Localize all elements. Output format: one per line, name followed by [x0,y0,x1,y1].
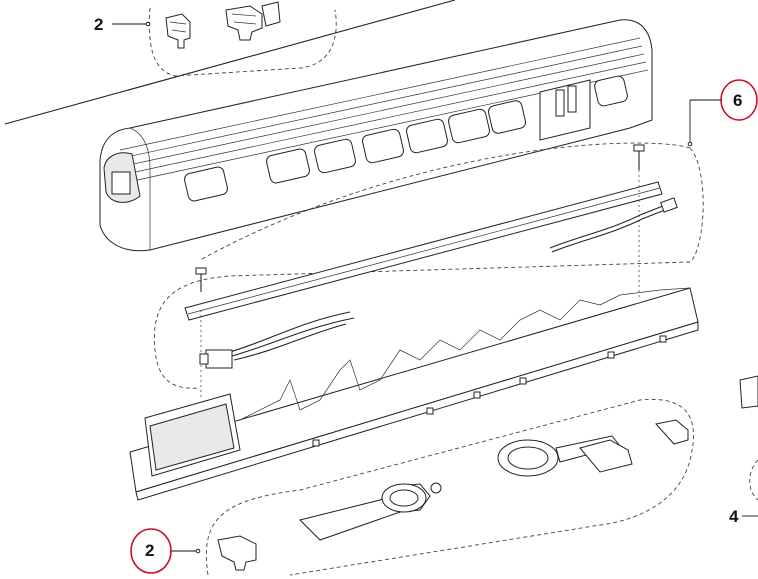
clip-part-bottom-2 [579,419,689,473]
group-outline-top [148,7,337,77]
screw-left [195,267,207,400]
coach-body [99,19,653,252]
group-outline-6 [153,147,704,389]
wire-harness [199,311,355,369]
callout-label-4: 4 [729,507,739,526]
group-outline-bottom [205,398,694,576]
screw-right [633,144,645,300]
coach-windows [184,75,628,202]
callout-label-bottom-left: 2 [145,541,155,560]
coupler-bar [299,482,442,541]
callout-label-6: 6 [733,91,743,110]
clip-part-top-1 [165,13,191,49]
partial-part-right [739,375,758,501]
callout-2-highlight [130,528,172,574]
chassis [129,287,699,501]
callout-label-top-left: 2 [94,15,104,34]
callout-6-highlight [720,79,758,121]
separator-line [4,0,456,125]
light-bar [184,181,663,321]
wire-cable [549,197,678,253]
coach-door [539,79,591,141]
clip-part-top-2 [225,1,281,41]
clip-part-bottom-1 [217,535,257,571]
